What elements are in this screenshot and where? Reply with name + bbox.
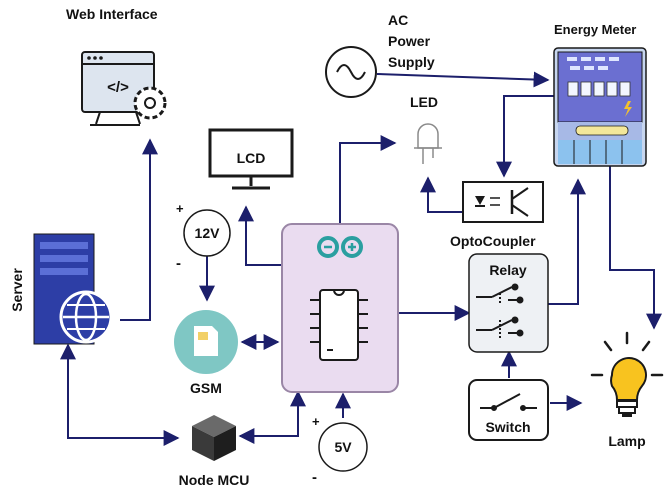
energy-meter-label: Energy Meter [554,22,636,37]
switch-symbol-icon [480,393,537,411]
12v-plus-sign: + [176,201,184,216]
ac-supply-label-line3: Supply [388,54,435,70]
relay-module [468,253,549,353]
led-label: LED [410,94,438,110]
12v-label: 12V [195,225,221,241]
code-symbol: </> [107,79,129,96]
lamp-label: Lamp [608,433,645,449]
12v-source-icon [183,209,231,257]
globe-icon [59,290,113,344]
energy-meter-icon [553,47,647,167]
wire-mcu-to-lcd [238,205,282,266]
lcd-monitor-icon [208,128,294,190]
optocoupler-icon [462,181,544,223]
web-interface-icon: </> [81,51,167,126]
switch-label: Switch [485,419,530,435]
wire-server-to-web [120,138,158,321]
gsm-module-icon [174,310,238,374]
relay-label: Relay [489,262,527,278]
wire-nodemcu-to-mcu [238,390,306,444]
server-label: Server [9,268,25,312]
ac-supply-label-line1: AC [388,12,408,28]
lamp-bulb-icon [590,331,664,417]
gsm-label: GSM [190,380,222,396]
wire-mcu-to-led [339,135,397,224]
led-icon [414,123,442,164]
arduino-board [281,223,399,393]
5v-source-icon [318,422,368,472]
relay-switch-icon [476,283,524,338]
connection-wires [60,71,662,446]
node-mcu-cube-icon [192,415,236,461]
optocoupler-label: OptoCoupler [450,233,536,249]
12v-minus-sign: - [176,255,181,272]
wire-ac-to-meter [376,71,550,88]
wire-meter-to-lamp [609,165,662,330]
ac-source-icon [325,46,377,98]
5v-label: 5V [334,439,352,455]
switch-box [468,379,549,441]
wire-relay-to-meter [548,178,586,305]
wire-server-to-nodemcu [60,343,180,446]
web-interface-label: Web Interface [66,6,158,22]
arduino-logo-icon [317,236,363,258]
microchip-icon [310,289,368,361]
ac-supply-label-line2: Power [388,33,431,49]
5v-minus-sign: - [312,469,317,486]
wire-meter-to-opto [496,95,554,178]
lcd-label: LCD [237,150,266,166]
server-icon [33,233,113,345]
5v-plus-sign: + [312,414,320,429]
wire-opto-to-led [420,176,463,213]
node-mcu-label: Node MCU [179,472,250,488]
